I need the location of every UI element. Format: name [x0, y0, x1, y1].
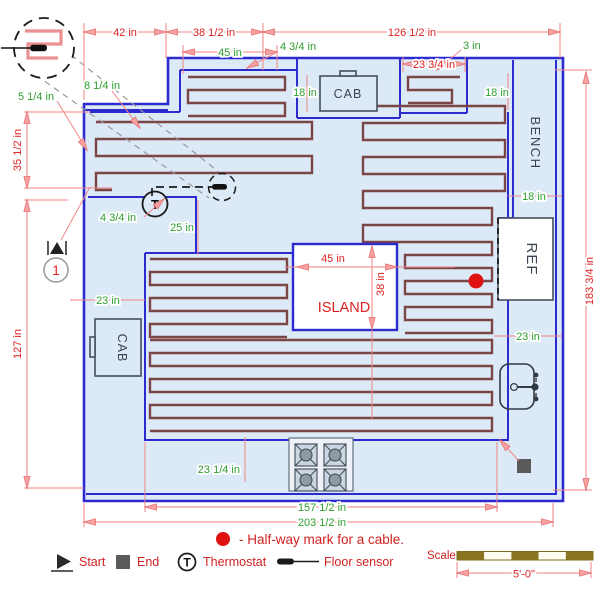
- dim-bottom-23quarter: 23 1/4 in: [198, 464, 240, 476]
- dim-top-45: 45 in: [218, 47, 242, 59]
- legend-thermostat-symbol: T: [183, 556, 191, 570]
- sensor-detail-circle: [207, 172, 237, 202]
- cable-detail-icon: [25, 29, 63, 60]
- thermostat-icon: T: [141, 190, 169, 218]
- floor-sensor-lead: [151, 186, 212, 196]
- dim-left-8quarter: 8 1/4 in: [84, 80, 120, 92]
- ref-box: REF: [497, 217, 554, 301]
- cab-top-box: CAB: [319, 70, 378, 112]
- scale-bar: Scale 5'-0": [427, 550, 594, 582]
- dim-right-183three4: 183 3/4 in: [584, 257, 596, 305]
- dim-left-5quarter: 5 1/4 in: [18, 91, 54, 103]
- dim-left-127: 127 in: [12, 329, 24, 359]
- legend-sensor-label: Floor sensor: [324, 555, 393, 569]
- bench-label: BENCH: [528, 116, 543, 169]
- stove-icon: [288, 437, 354, 492]
- dim-island-45: 45 in: [321, 253, 345, 265]
- legend: Start End T Thermostat Floor sensor: [51, 552, 393, 572]
- dim-left-35half: 35 1/2 in: [12, 129, 24, 171]
- cable-left-of-island: [148, 257, 289, 339]
- dim-top-38half: 38 1/2 in: [193, 27, 235, 39]
- thermostat-legend-icon: [177, 552, 197, 572]
- dim-top-126half: 126 1/2 in: [388, 27, 436, 39]
- burner-icon: [323, 468, 347, 492]
- detail-number: 1: [52, 263, 60, 278]
- halfway-note: - Half-way mark for a cable.: [216, 532, 404, 547]
- sink-icon: [499, 363, 539, 410]
- halfway-mark-dot: [468, 273, 484, 289]
- scale-bar-icon: [456, 551, 594, 561]
- section-marker-1: 1: [43, 186, 91, 283]
- halfway-dot-icon: [216, 532, 230, 546]
- dim-pantry-25: 25 in: [170, 222, 194, 234]
- cable-end-marker: [517, 459, 531, 473]
- burner-icon: [294, 443, 318, 467]
- cable-bottom-field: [148, 338, 494, 433]
- heating-cable-serpentines: [94, 75, 507, 433]
- dim-top-42: 42 in: [113, 27, 137, 39]
- legend-end-label: End: [137, 555, 159, 569]
- burner-icon: [294, 468, 318, 492]
- dim-right-18-top: 18 in: [485, 87, 509, 99]
- dim-bottom-203half: 203 1/2 in: [298, 517, 346, 529]
- scale-value: 5'-0": [513, 569, 535, 581]
- bench-area: BENCH: [528, 116, 543, 169]
- dim-bottom-157half: 157 1/2 in: [298, 502, 346, 514]
- ref-label: REF: [523, 243, 540, 276]
- island-label: ISLAND: [318, 300, 370, 316]
- dim-cab-18: 18 in: [293, 87, 317, 99]
- end-icon: [116, 555, 130, 569]
- legend-thermostat-label: Thermostat: [203, 555, 267, 569]
- floor-sensor-legend-icon: [277, 558, 319, 565]
- dim-left-23: 23 in: [96, 295, 120, 307]
- cable-top-alcove: [406, 75, 460, 105]
- detail-callout: [1, 17, 220, 199]
- cab-top-label: CAB: [334, 87, 363, 101]
- start-icon: [51, 554, 73, 572]
- dim-top-3: 3 in: [463, 40, 481, 52]
- cable-upper-band: [94, 120, 314, 192]
- floor-sensor-icon: [30, 44, 47, 52]
- burner-icon: [323, 443, 347, 467]
- halfway-note-text: - Half-way mark for a cable.: [239, 532, 404, 547]
- cab-left-label: CAB: [115, 334, 129, 363]
- dim-right-23: 23 in: [516, 331, 540, 343]
- dim-top-4three4: 4 3/4 in: [280, 41, 316, 53]
- island: ISLAND: [291, 242, 399, 332]
- dimensions: 42 in 38 1/2 in 126 1/2 in 45 in 4 3/4 i…: [10, 23, 598, 531]
- scale-label: Scale: [427, 550, 456, 562]
- end-leader: [500, 440, 520, 462]
- dim-pantry-4three4: 4 3/4 in: [100, 212, 136, 224]
- dim-island-38: 38 in: [375, 272, 387, 296]
- interior-walls: [88, 59, 514, 253]
- cable-top-left: [186, 75, 287, 118]
- cab-left-box: CAB: [89, 318, 142, 377]
- dim-bench-18: 18 in: [522, 191, 546, 203]
- view-direction-icon: [50, 242, 64, 254]
- cable-right-band: [361, 104, 507, 335]
- dim-top-23three4: 23 3/4 in: [413, 59, 455, 71]
- legend-start-label: Start: [79, 555, 106, 569]
